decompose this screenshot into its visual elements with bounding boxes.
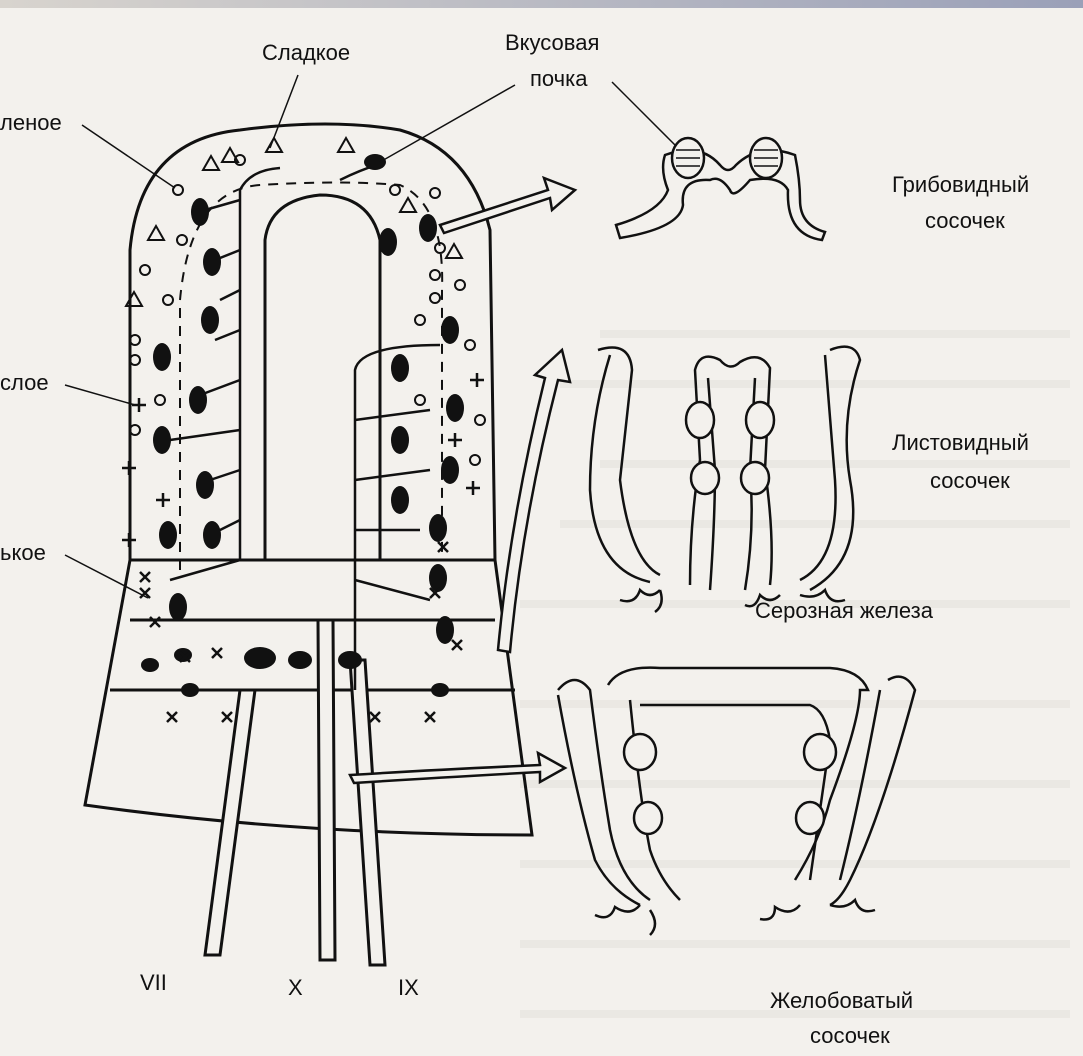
fungiform-papilla <box>616 138 825 240</box>
label-nerve-ix: IX <box>398 975 419 1000</box>
tongue-base <box>85 560 532 835</box>
label-serous-gland: Серозная железа <box>755 598 934 623</box>
label-salty: леное <box>0 110 62 135</box>
label-taste-bud-line2: почка <box>530 66 588 91</box>
salty-circle-markers <box>130 155 485 465</box>
label-nerve-vii: VII <box>140 970 167 995</box>
label-sour: слое <box>0 370 49 395</box>
label-taste-bud-line1: Вкусовая <box>505 30 599 55</box>
leader-lines <box>65 75 680 598</box>
label-bitter: ькое <box>0 540 46 565</box>
label-circumvallate-line1: Желобоватый <box>770 988 913 1013</box>
label-nerve-x: X <box>288 975 303 1000</box>
label-fungiform-line1: Грибовидный <box>892 172 1029 197</box>
label-foliate-line1: Листовидный <box>892 430 1029 455</box>
sour-plus-markers <box>122 373 484 547</box>
nerve-trunks <box>205 620 385 965</box>
arrows-to-papillae <box>350 178 575 783</box>
label-fungiform-line2: сосочек <box>925 208 1005 233</box>
label-circumvallate-line2: сосочек <box>810 1023 890 1048</box>
label-foliate-line2: сосочек <box>930 468 1010 493</box>
sweet-triangle-markers <box>126 138 462 306</box>
label-sweet: Сладкое <box>262 40 350 65</box>
taste-bud-cells <box>141 154 464 697</box>
